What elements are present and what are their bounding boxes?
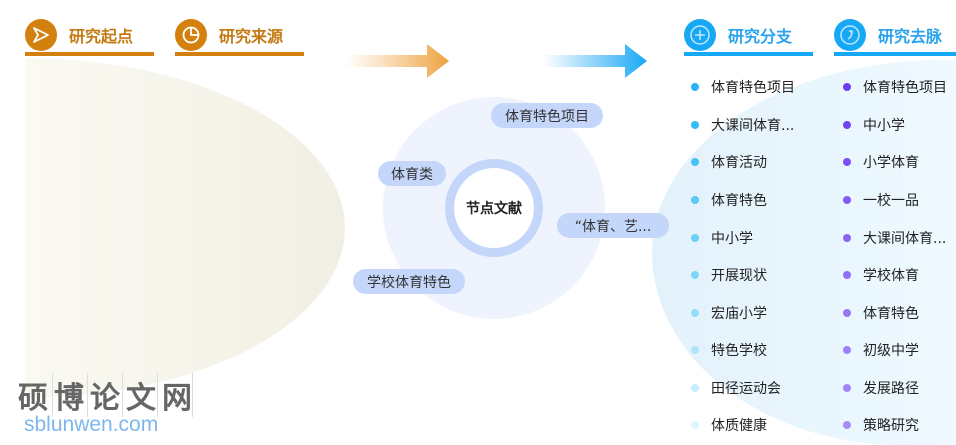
bullet-dot-icon	[691, 158, 699, 166]
list-item-label: 大课间体育...	[863, 231, 947, 247]
pie-chart-icon	[175, 19, 207, 51]
bullet-dot-icon	[691, 196, 699, 204]
header-label: 研究分支	[728, 27, 793, 46]
branch-item[interactable]: 宏庙小学	[691, 303, 767, 323]
bullet-dot-icon	[843, 121, 851, 129]
bullet-dot-icon	[843, 196, 851, 204]
header-research-branch: 研究分支	[684, 16, 813, 56]
refresh-icon	[834, 19, 866, 51]
bullet-dot-icon	[843, 271, 851, 279]
branch-item[interactable]: 体育特色项目	[691, 77, 795, 97]
source-node[interactable]: 体育特色项目	[491, 103, 603, 128]
branch-item[interactable]: 体育特色	[691, 190, 767, 210]
list-item-label: 体育特色项目	[863, 80, 947, 96]
list-item-label: 体育活动	[711, 155, 767, 171]
header-label: 研究起点	[69, 27, 134, 46]
branch-item[interactable]: 大课间体育...	[691, 115, 794, 135]
plus-circle-icon	[684, 19, 716, 51]
center-node[interactable]: 节点文献	[445, 159, 543, 257]
header-label: 研究来源	[219, 27, 284, 46]
bullet-dot-icon	[843, 309, 851, 317]
list-item-label: 开展现状	[711, 268, 767, 284]
branch-item[interactable]: 特色学校	[691, 340, 767, 360]
watermark-logo: 硕博论文网	[18, 373, 198, 417]
bullet-dot-icon	[843, 384, 851, 392]
bullet-dot-icon	[843, 83, 851, 91]
bullet-dot-icon	[691, 234, 699, 242]
list-item-label: 田径运动会	[711, 381, 781, 397]
branch-item[interactable]: 体质健康	[691, 415, 767, 435]
list-item-label: 体育特色项目	[711, 80, 795, 96]
list-item-label: 发展路径	[863, 381, 919, 397]
bullet-dot-icon	[691, 83, 699, 91]
list-item-label: 小学体育	[863, 155, 919, 171]
branch-item[interactable]: 田径运动会	[691, 378, 781, 398]
trend-item[interactable]: 大课间体育...	[843, 228, 946, 248]
center-label: 节点文献	[466, 201, 522, 217]
list-item-label: 一校一品	[863, 193, 919, 209]
list-item-label: 大课间体育...	[711, 118, 795, 134]
trend-item[interactable]: 体育特色项目	[843, 77, 947, 97]
source-node[interactable]: 体育类	[378, 161, 446, 186]
bullet-dot-icon	[691, 271, 699, 279]
bullet-dot-icon	[691, 384, 699, 392]
trend-item[interactable]: 中小学	[843, 115, 905, 135]
bullet-dot-icon	[691, 346, 699, 354]
list-item-label: 体育特色	[711, 193, 767, 209]
trend-item[interactable]: 策略研究	[843, 415, 919, 435]
watermark-url: sblunwen.com	[24, 413, 159, 436]
arrow-blue-icon	[543, 44, 647, 78]
branch-item[interactable]: 中小学	[691, 228, 753, 248]
header-research-start: 研究起点	[25, 16, 154, 56]
branch-item[interactable]: 开展现状	[691, 265, 767, 285]
list-item-label: 中小学	[711, 231, 753, 247]
list-item-label: 特色学校	[711, 343, 767, 359]
list-item-label: 宏庙小学	[711, 306, 767, 322]
list-item-label: 策略研究	[863, 418, 919, 434]
watermark-cn: 硕博论文网	[18, 373, 198, 417]
trend-item[interactable]: 学校体育	[843, 265, 919, 285]
header-label: 研究去脉	[878, 27, 943, 46]
bullet-dot-icon	[691, 309, 699, 317]
list-item-label: 学校体育	[863, 268, 919, 284]
branch-item[interactable]: 体育活动	[691, 152, 767, 172]
bullet-dot-icon	[691, 421, 699, 429]
bullet-dot-icon	[843, 421, 851, 429]
bullet-dot-icon	[843, 158, 851, 166]
header-research-trend: 研究去脉	[834, 16, 956, 56]
source-node[interactable]: “体育、艺...	[557, 213, 669, 238]
bullet-dot-icon	[843, 234, 851, 242]
list-item-label: 体质健康	[711, 418, 767, 434]
left-bg-shape	[25, 58, 345, 398]
trend-item[interactable]: 发展路径	[843, 378, 919, 398]
header-research-source: 研究来源	[175, 16, 304, 56]
trend-item[interactable]: 初级中学	[843, 340, 919, 360]
trend-item[interactable]: 一校一品	[843, 190, 919, 210]
source-node[interactable]: 学校体育特色	[353, 269, 465, 294]
list-item-label: 体育特色	[863, 306, 919, 322]
trend-item[interactable]: 小学体育	[843, 152, 919, 172]
send-icon	[25, 19, 57, 51]
bullet-dot-icon	[691, 121, 699, 129]
list-item-label: 中小学	[863, 118, 905, 134]
bullet-dot-icon	[843, 346, 851, 354]
arrow-orange-icon	[345, 44, 449, 78]
trend-item[interactable]: 体育特色	[843, 303, 919, 323]
list-item-label: 初级中学	[863, 343, 919, 359]
